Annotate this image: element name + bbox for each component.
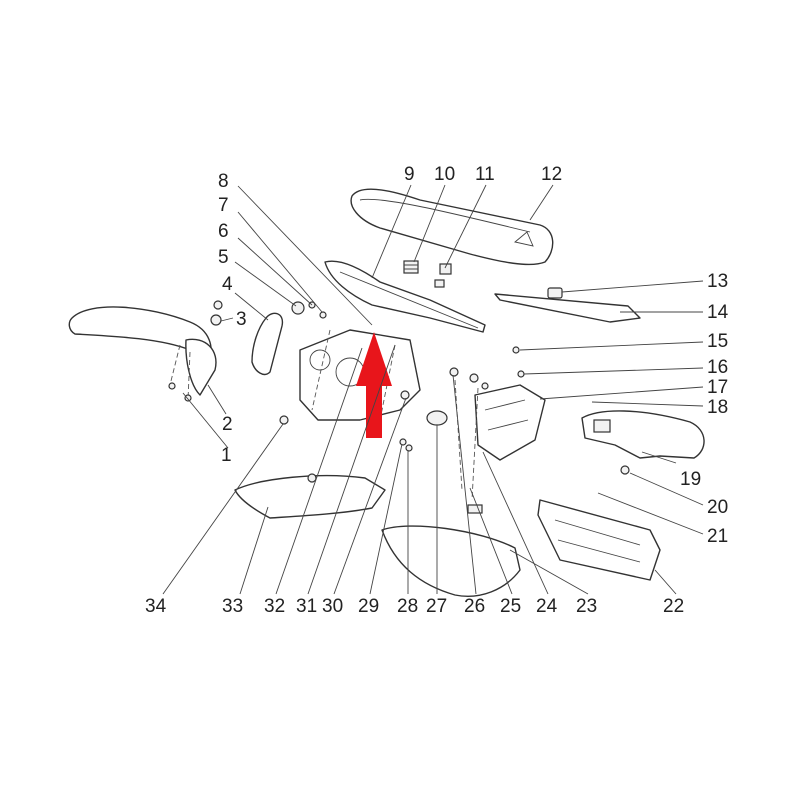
callout-12: 12 (541, 164, 562, 185)
leader-lines (162, 184, 704, 595)
part-washer-34 (279, 415, 289, 425)
callout-16: 16 (707, 357, 728, 378)
callout-34: 34 (145, 596, 167, 617)
part-lower-panel-23 (381, 525, 521, 597)
part-bolts-15-16 (512, 346, 525, 378)
part-rear-fender-19 (581, 410, 705, 459)
callout-11: 11 (475, 164, 495, 185)
callout-8: 8 (218, 171, 229, 192)
callout-33: 33 (222, 596, 243, 617)
callout-3: 3 (236, 309, 247, 330)
part-bracket-10 (403, 260, 419, 274)
callout-32: 32 (264, 596, 285, 617)
callout-25: 25 (500, 596, 521, 617)
callout-10: 10 (434, 164, 455, 185)
callout-26: 26 (464, 596, 485, 617)
callout-30: 30 (322, 596, 343, 617)
callout-21: 21 (707, 526, 728, 547)
callout-17: 17 (707, 377, 728, 398)
callout-5: 5 (218, 247, 229, 268)
callout-24: 24 (536, 596, 558, 617)
part-grommet-27 (426, 410, 448, 426)
callout-1: 1 (221, 445, 232, 466)
callout-27: 27 (426, 596, 447, 617)
part-license-plate-22 (537, 499, 661, 581)
callout-28: 28 (397, 596, 418, 617)
callout-4: 4 (222, 274, 233, 295)
callout-labels: 1 2 3 4 5 6 7 8 9 10 11 12 13 14 15 16 1… (145, 164, 729, 617)
part-nut-20 (620, 465, 630, 475)
callout-7: 7 (218, 195, 229, 216)
part-bolts-28-29 (399, 438, 413, 452)
callout-19: 19 (680, 469, 701, 490)
callout-13: 13 (707, 271, 728, 292)
callout-15: 15 (707, 331, 728, 352)
part-front-fender (68, 306, 217, 402)
callout-6: 6 (218, 221, 229, 242)
part-rear-rail (494, 287, 641, 323)
part-subframe-bar (324, 260, 486, 333)
callout-31: 31 (296, 596, 317, 617)
callout-29: 29 (358, 596, 379, 617)
part-nut-3 (210, 300, 223, 326)
highlight-arrow (356, 332, 392, 438)
part-bracket-11 (434, 263, 452, 288)
callout-22: 22 (663, 596, 684, 617)
part-tail-block-24 (467, 384, 546, 514)
callout-20: 20 (707, 497, 728, 518)
callout-18: 18 (707, 397, 728, 418)
part-fasteners-25-26 (449, 367, 489, 501)
part-side-cover-4 (251, 312, 284, 376)
callout-23: 23 (576, 596, 597, 617)
callout-14: 14 (707, 302, 729, 323)
callout-9: 9 (404, 164, 415, 185)
callout-2: 2 (222, 414, 233, 435)
